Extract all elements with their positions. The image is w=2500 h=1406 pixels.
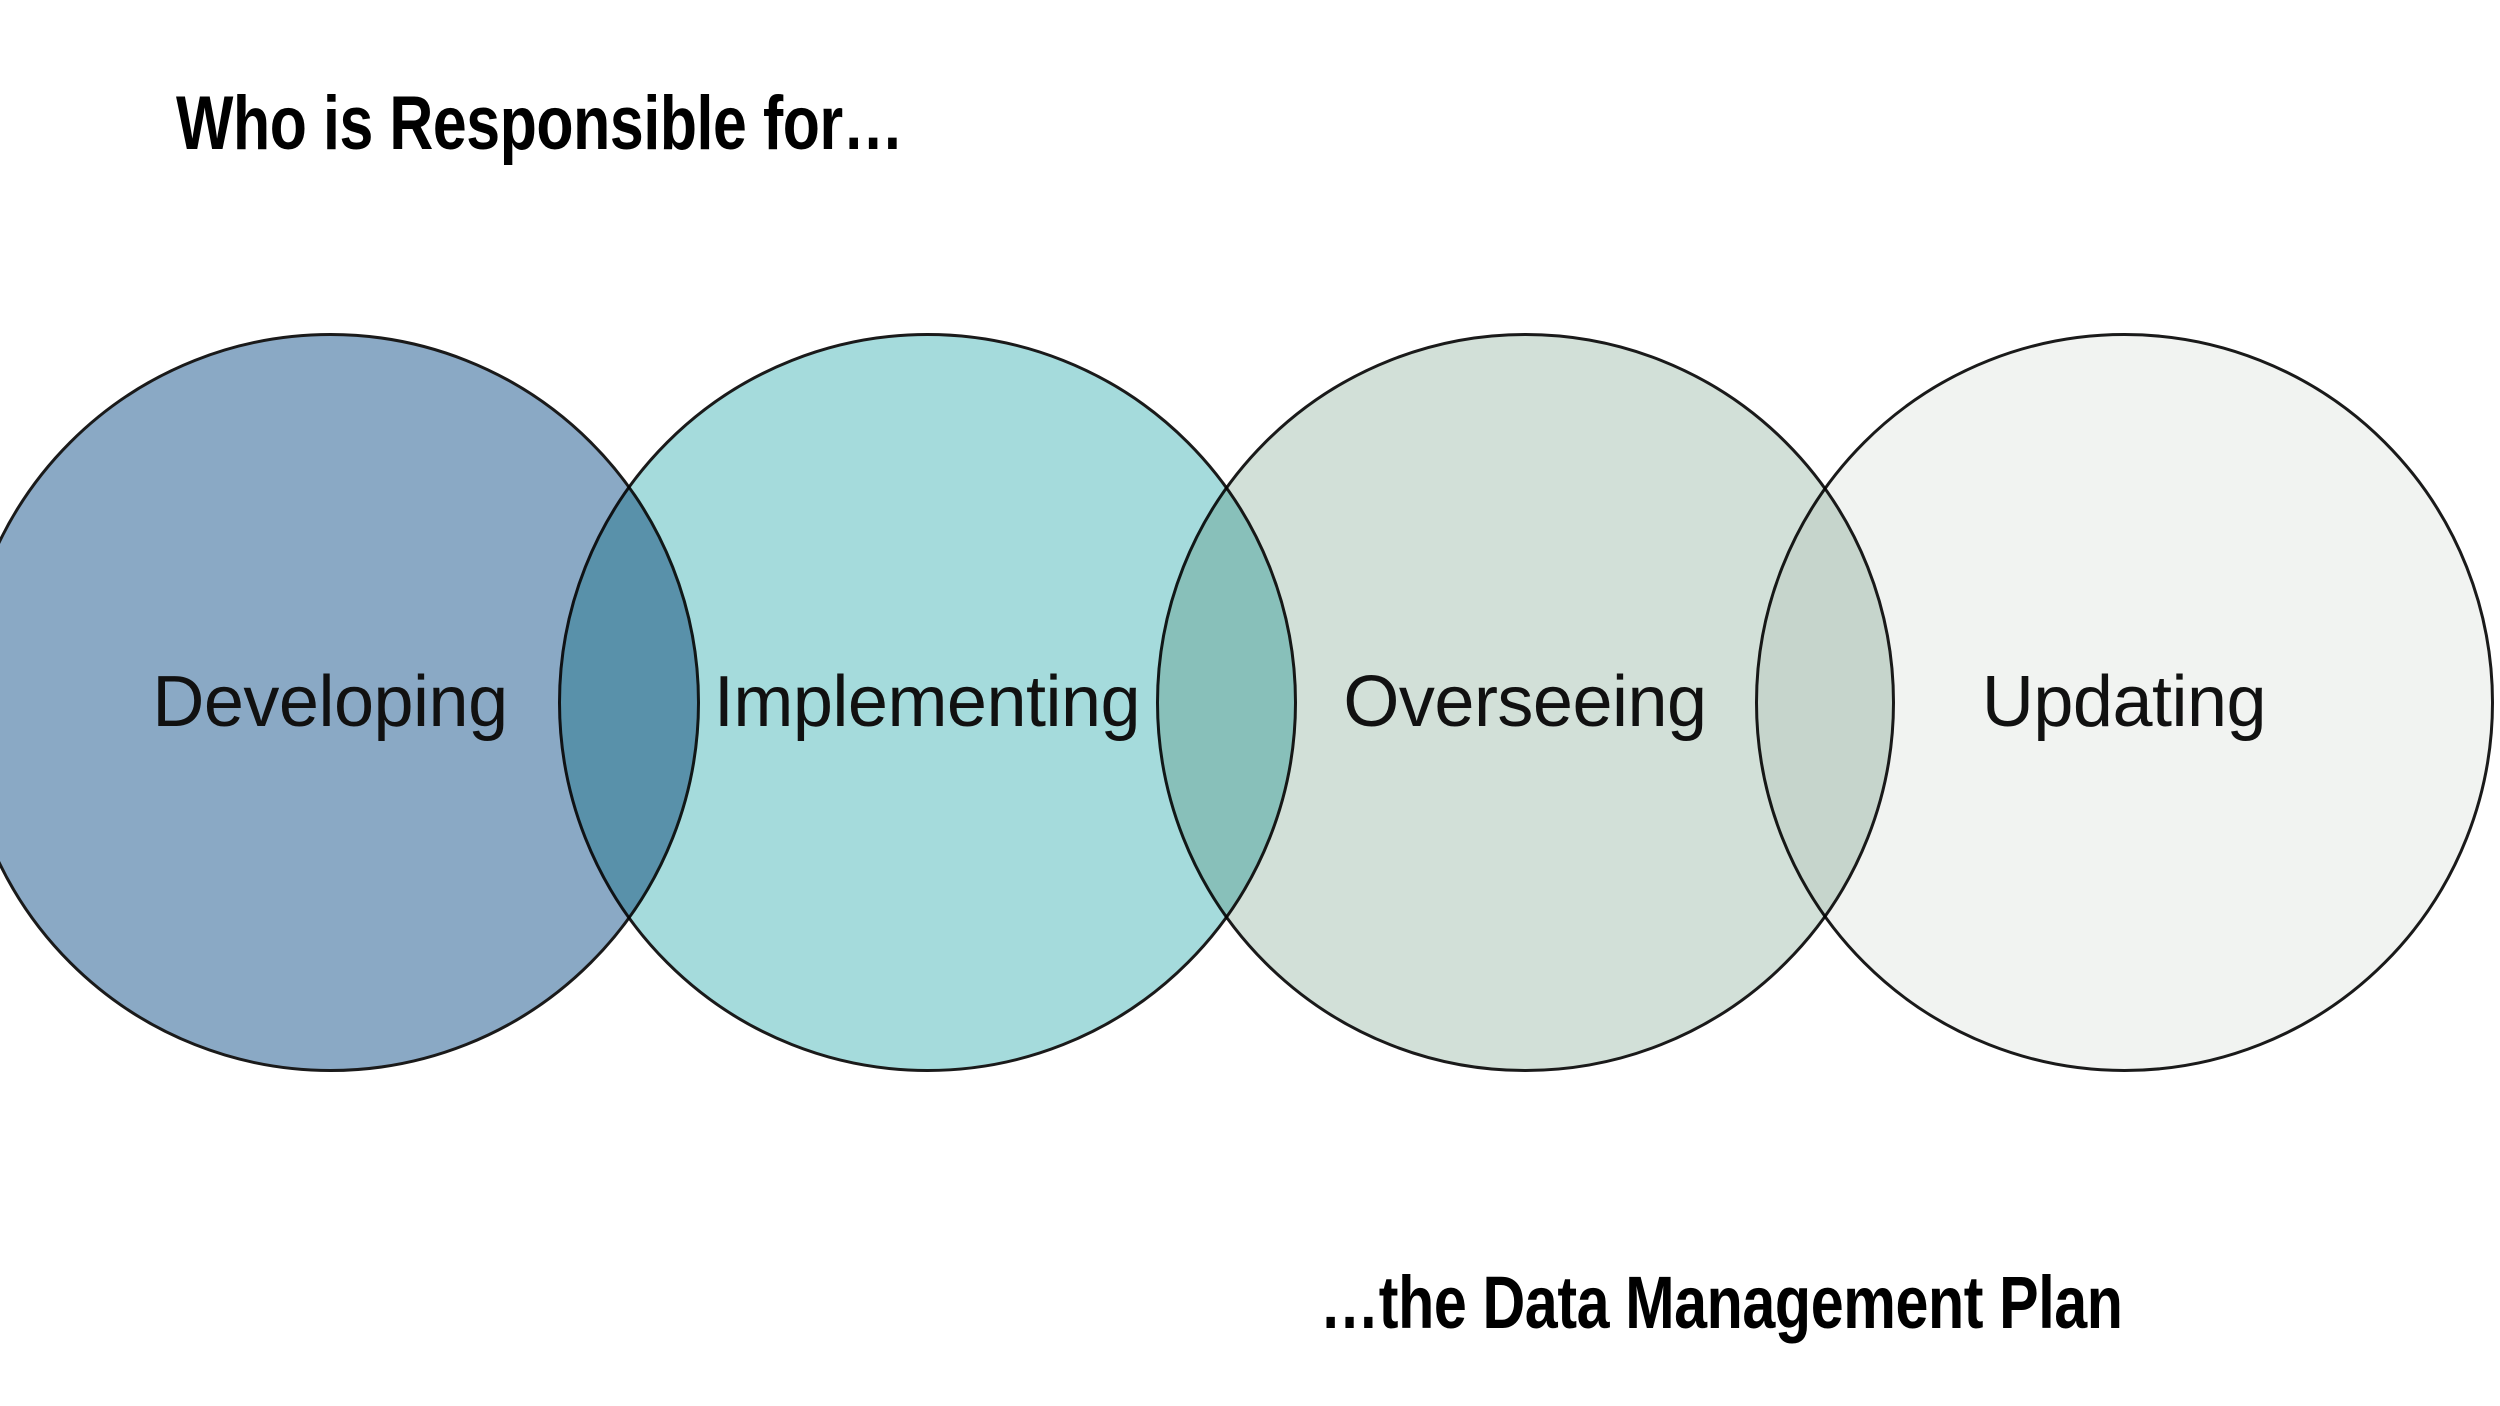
venn-label-updating: Updating bbox=[1981, 662, 2267, 742]
page-title: Who is Responsible for… bbox=[176, 81, 904, 166]
venn-circle-updating[interactable] bbox=[1754, 332, 2494, 1072]
venn-label-implementing: Implementing bbox=[713, 662, 1141, 742]
venn-label-developing: Developing bbox=[152, 662, 508, 742]
page-subtitle: …the Data Management Plan bbox=[1320, 1261, 2123, 1344]
venn-label-overseeing: Overseeing bbox=[1343, 662, 1707, 742]
